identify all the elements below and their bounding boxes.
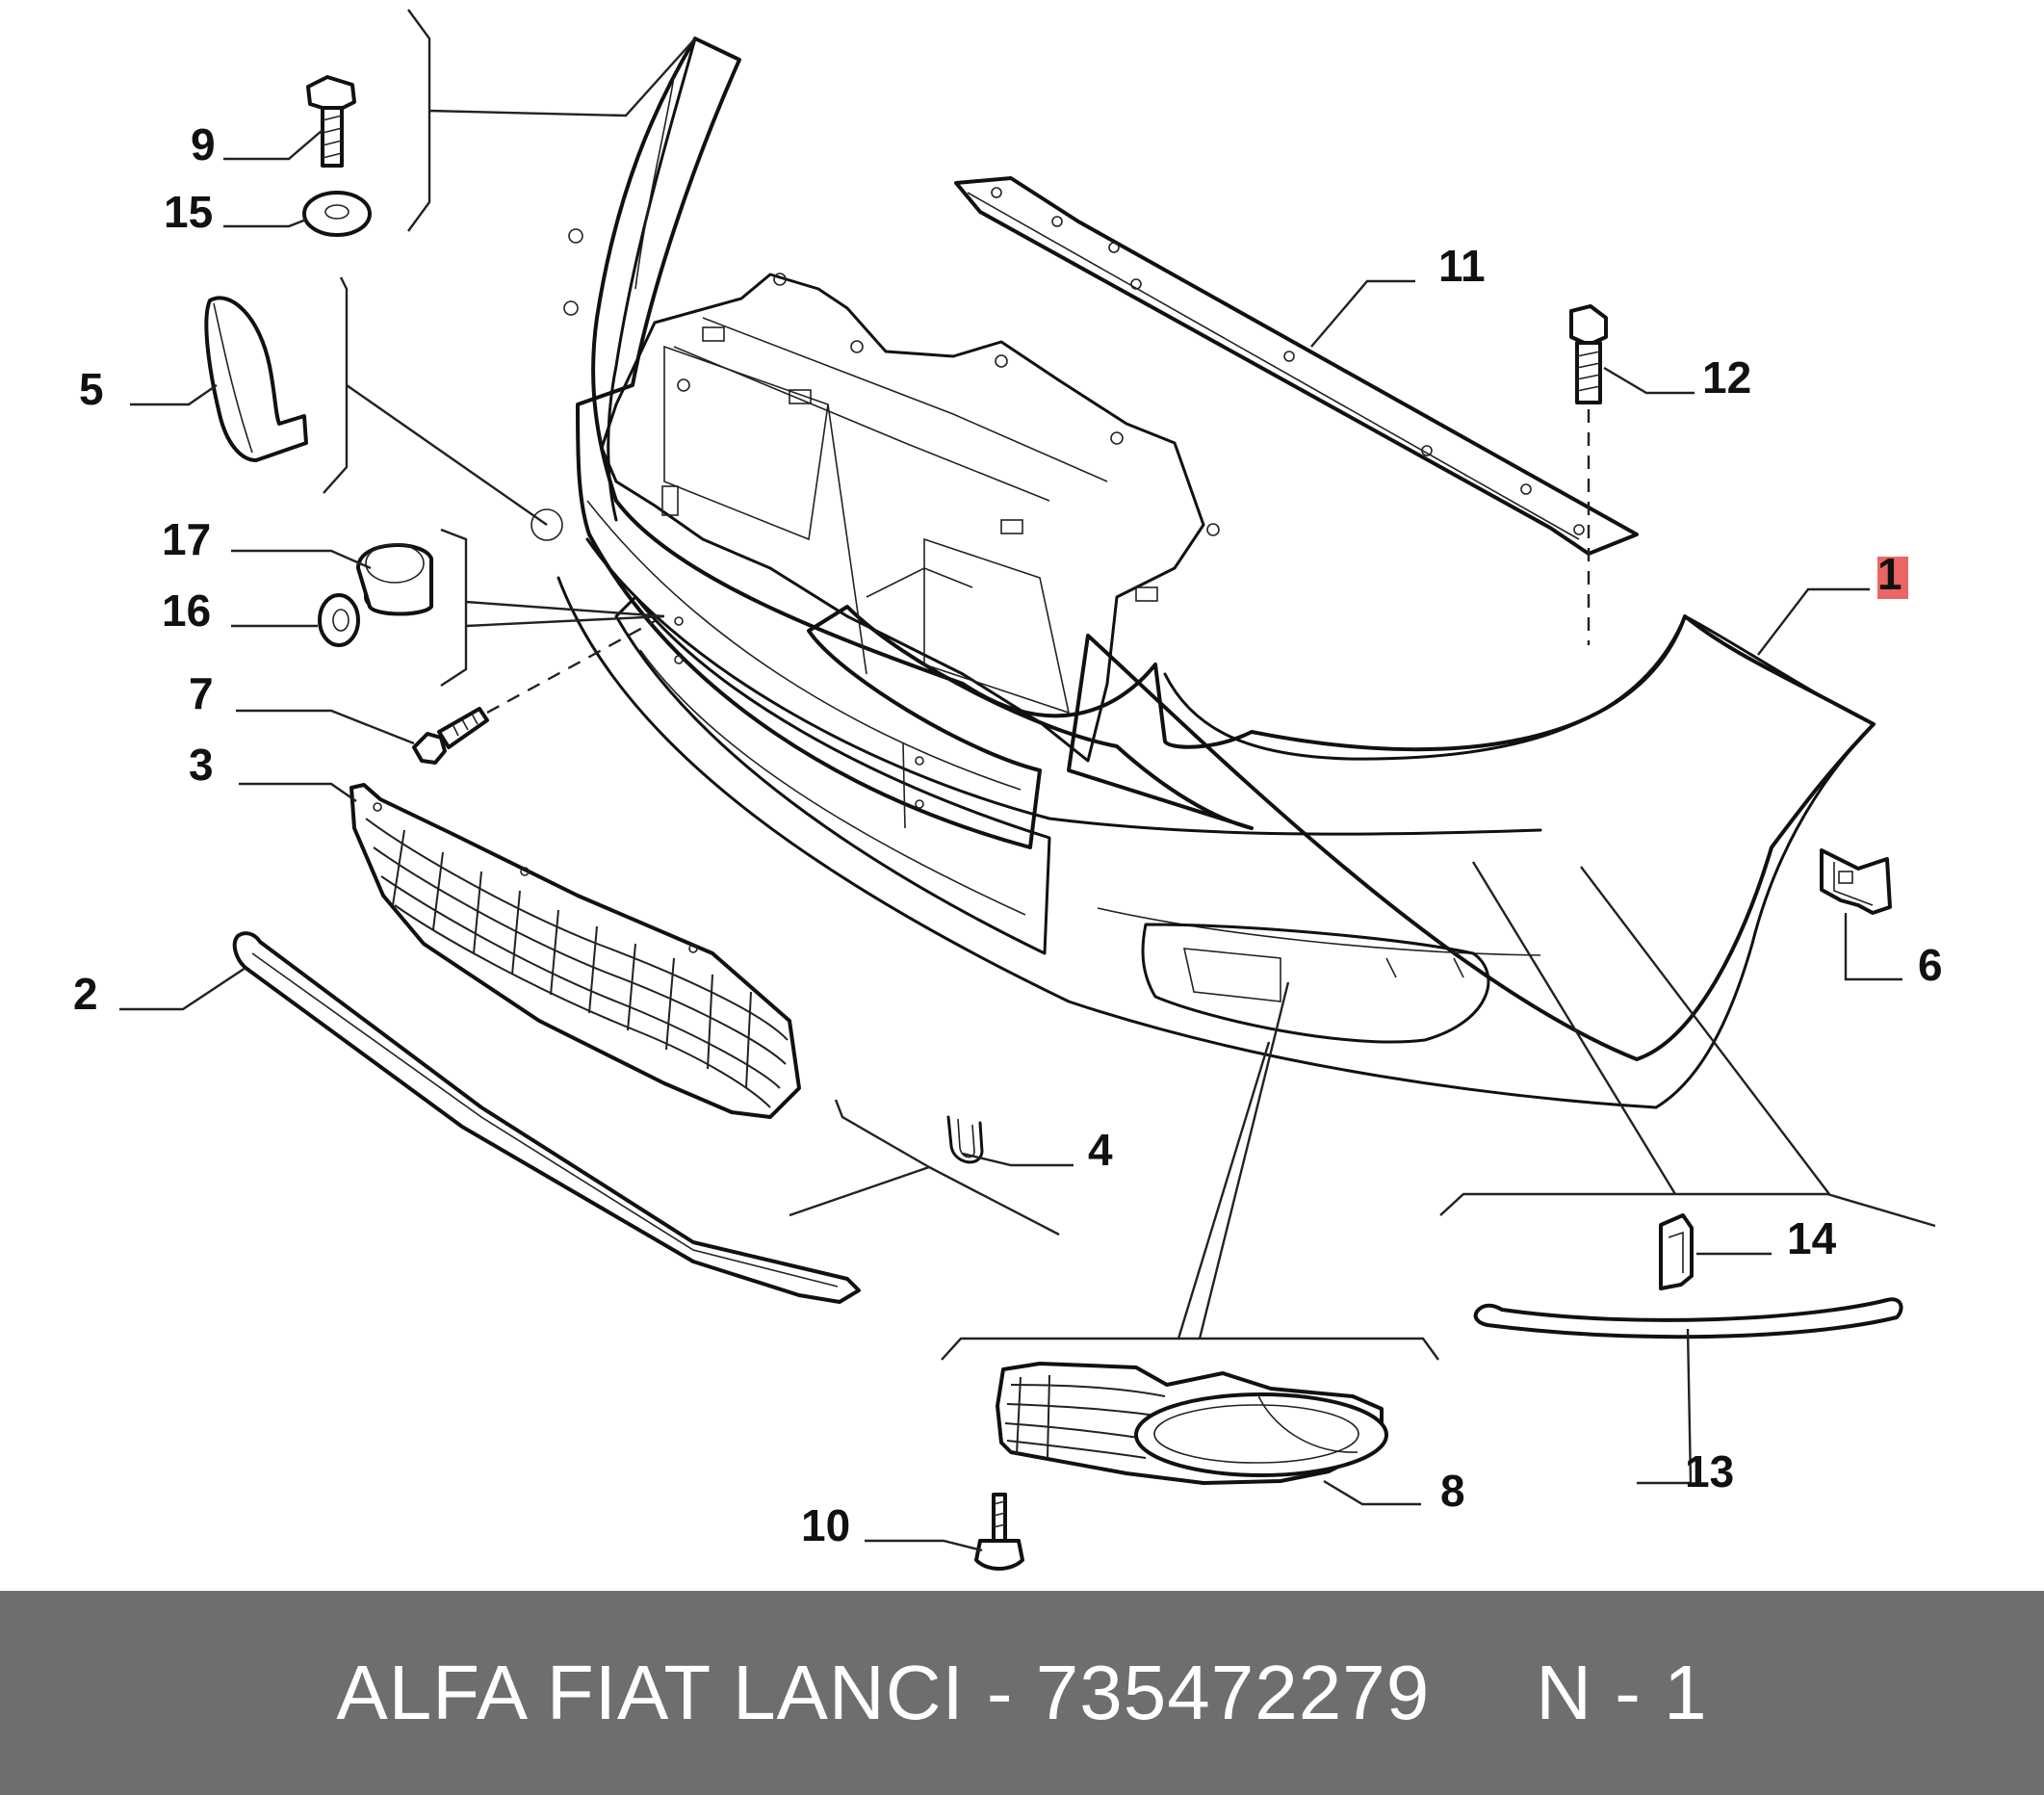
- part-2-trim-strip: [232, 931, 861, 1304]
- part-16-washer: [318, 593, 360, 647]
- footer-bar: ALFA FIAT LANCI - 735472279 N - 1: [0, 1591, 2044, 1795]
- callout-8: 8: [1440, 1466, 1465, 1516]
- callout-5: 5: [79, 364, 104, 414]
- callout-9: 9: [191, 119, 216, 169]
- part-6-clip: [1820, 848, 1892, 915]
- callout-6: 6: [1918, 940, 1943, 990]
- callout-16: 16: [162, 585, 211, 636]
- part-8-fog-lamp-grille: [996, 1362, 1388, 1485]
- callout-14: 14: [1787, 1213, 1837, 1263]
- callout-labels: 9 15 5 17 16 7 3 2 4 11 12 1 6 14 13 8 1…: [73, 119, 1943, 1550]
- part-5-tow-hook-cover: [204, 296, 308, 462]
- part-7-screw: [412, 619, 656, 765]
- callout-4: 4: [1088, 1125, 1113, 1175]
- callout-15: 15: [164, 187, 213, 237]
- front-bumper-cover: [530, 37, 1876, 1109]
- footer-brand-part: ALFA FIAT LANCI - 735472279: [336, 1650, 1431, 1735]
- callout-17: 17: [162, 514, 211, 564]
- part-11-upper-bracket: [954, 176, 1639, 556]
- callout-13: 13: [1685, 1446, 1734, 1496]
- part-4-clip: [946, 1115, 984, 1164]
- parts-diagram: 9 15 5 17 16 7 3 2 4 11 12 1 6 14 13 8 1…: [73, 9, 1943, 1571]
- callout-12: 12: [1702, 352, 1751, 403]
- callout-1-highlight: [1877, 557, 1908, 599]
- part-15-washer: [302, 191, 372, 237]
- callout-1: 1: [1877, 549, 1902, 599]
- part-3-lower-grille: [349, 783, 801, 1119]
- callout-10: 10: [801, 1500, 850, 1550]
- part-12-bolt: [1569, 304, 1608, 645]
- callout-7: 7: [189, 668, 214, 718]
- callout-11: 11: [1438, 241, 1486, 291]
- part-9-screw: [306, 75, 356, 168]
- footer-reference: N - 1: [1536, 1650, 1708, 1735]
- part-13-lower-strip: [1473, 1297, 1903, 1340]
- callout-2: 2: [73, 969, 98, 1019]
- part-10-screw: [974, 1493, 1024, 1571]
- callout-3: 3: [189, 740, 214, 790]
- part-14-clip: [1659, 1213, 1694, 1290]
- leader-lines: [119, 9, 1936, 1552]
- bumper-carrier-frame: [600, 273, 1220, 763]
- part-17-spacer: [356, 543, 433, 616]
